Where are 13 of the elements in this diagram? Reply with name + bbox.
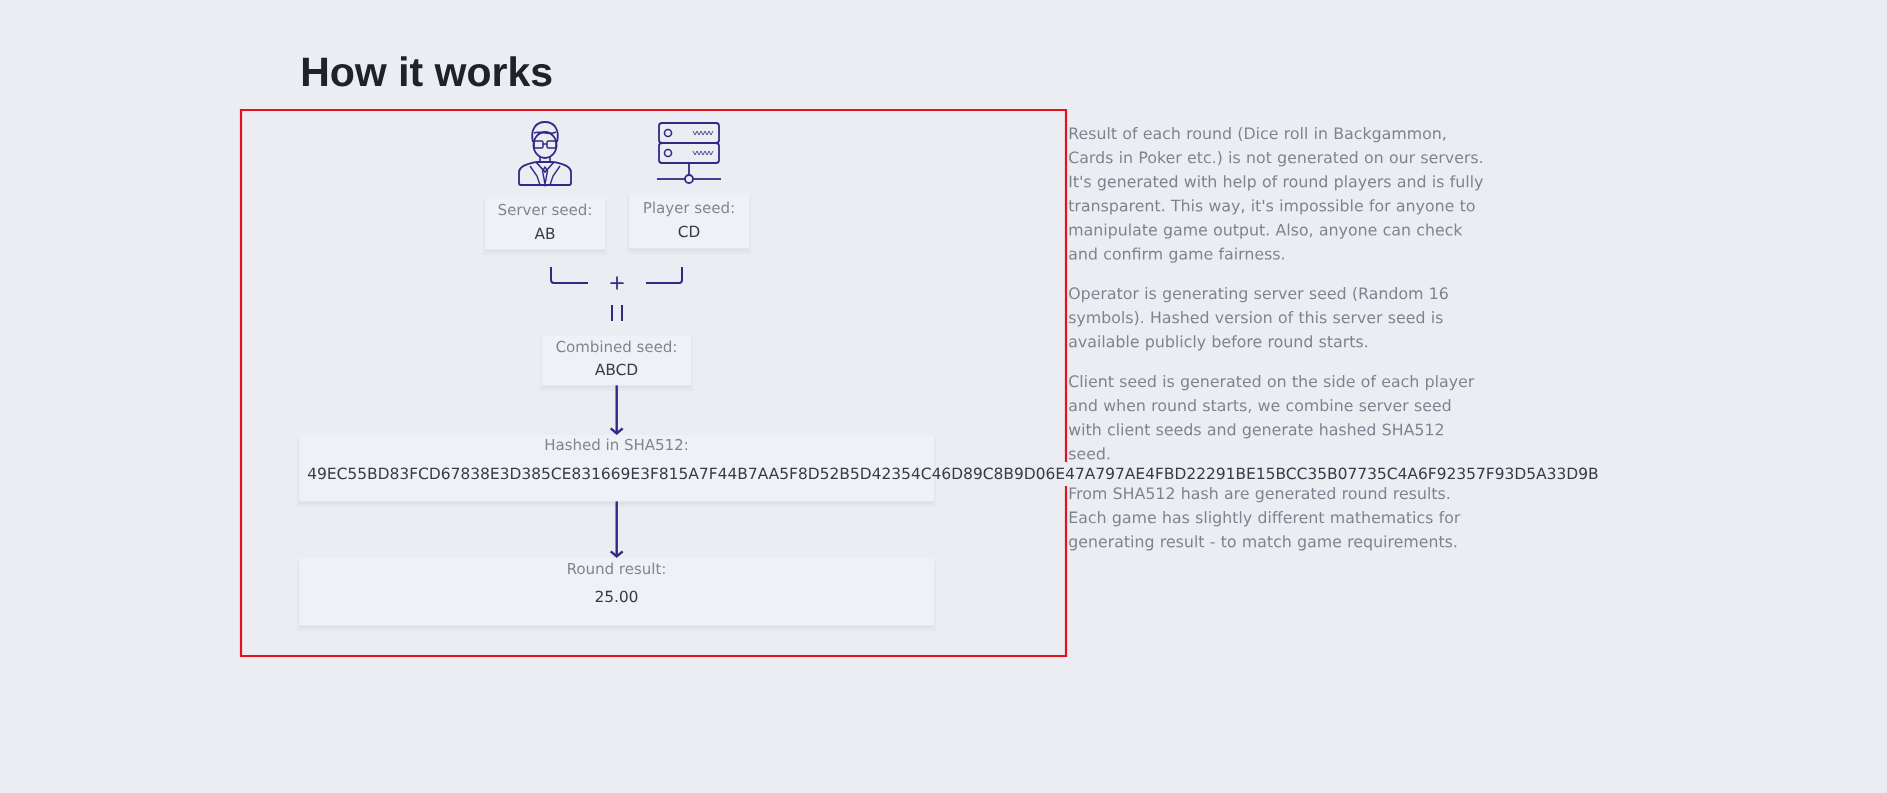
paragraph: Operator is generating server seed (Random 16 symbols). Hashed version of this server seed is available publicly before round starts. [1069,287,1448,351]
arrow [609,385,624,435]
seed-card: Combined seed: ABCD [540,335,693,391]
heading: How it works [302,56,552,87]
paragraph: From SHA512 hash are generated round results. Each game has slightly different mathematics for generating result - to match game requirements. [1069,487,1461,551]
seed-card: Player seed: CD [627,193,751,254]
arrow [609,501,624,558]
result-card: Round result: 25.00 [297,558,936,631]
hash-value: 49EC55BD83FCD67838E3D385CE831669E3F815A7F44B7AA5F8D52B5D42354C46D89C8B9D06E47A797AE4FBD22291BE15BCC35B07735C4A6F92357F93D5A33D9B [307,467,1598,480]
seed-card: Server seed: AB [483,197,607,255]
paragraph: Result of each round (Dice roll in Backgammon, Cards in Poker etc.) is not generated on our servers. It's generated with help of round players and is fully transparent. This way, it's impossible for anyone to manipulate game output. Also, anyone can check and confirm game fairness. [1068,127,1483,263]
plus-sign: + [610,276,624,290]
paragraph: Client seed is generated on the side of each player and when round starts, we combine server seed with client seeds and generate hashed SHA512 seed. [1068,375,1475,460]
